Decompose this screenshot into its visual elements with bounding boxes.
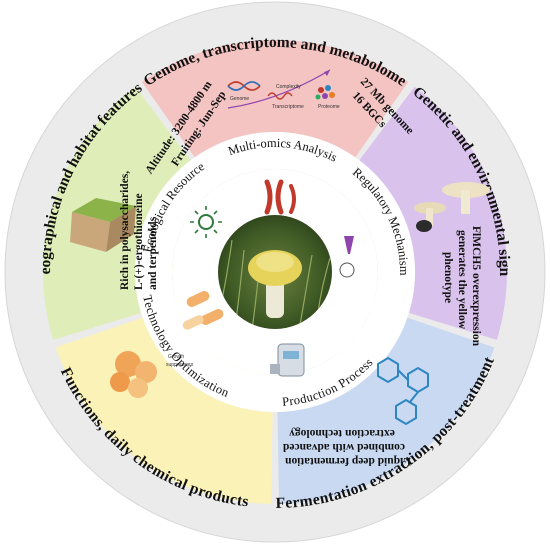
complexity-curve (227, 69, 331, 109)
functions-segment-content: Rich in polysaccharides, L-(+)-ergothion… (110, 171, 194, 398)
test-tube-icon (339, 236, 355, 278)
regulatory-line-3: phenotype (442, 252, 454, 303)
regulatory-segment-content: FlMCH5 overexpression generates the yell… (414, 182, 490, 347)
regulatory-line-2: generates the yellow (456, 230, 468, 330)
transcriptome-icon (267, 92, 293, 100)
middle-ring-segments (42, 39, 507, 504)
omics-genome-label: Genome (230, 96, 249, 102)
proteome-icon (315, 85, 335, 100)
segment-genome (141, 39, 409, 158)
fermentation-line-3: extraction technology (289, 427, 395, 439)
segment-fermentation (277, 317, 495, 504)
functions-line-3: and terpenoids (147, 216, 159, 290)
functions-line-1: Rich in polysaccharides, (119, 171, 131, 290)
inner-icons (182, 179, 355, 377)
regulatory-line-1: FlMCH5 overexpression (470, 226, 482, 347)
sun-leaf-icon (190, 206, 222, 238)
chromosome-icon (264, 179, 296, 215)
growth-label: Growth (168, 354, 184, 360)
omics-transcriptome-label: Transcriptome (272, 104, 304, 110)
pill-icon (182, 291, 224, 330)
segment-functions (55, 317, 273, 504)
terrain-icon (70, 198, 136, 252)
functions-line-2: L-(+)-ergothioneine (133, 193, 145, 290)
fermentation-line-2: combined with advanced (282, 441, 405, 453)
suppressors-label: suppressors (166, 362, 194, 368)
mushroom-icon (414, 182, 490, 232)
bioreactor-icon (270, 343, 305, 377)
fermentation-line-1: Liquid deep fermentation (284, 455, 410, 467)
omics-complexity-label: Complexity (276, 84, 301, 90)
cell-cluster-icon (110, 351, 157, 398)
omics-proteome-label: Proteome (318, 104, 340, 110)
center-mushroom-photo (216, 213, 334, 331)
fermentation-segment-content: Liquid deep fermentation combined with a… (282, 356, 429, 467)
dna-icon (227, 81, 261, 91)
molecule-icon (377, 356, 429, 426)
